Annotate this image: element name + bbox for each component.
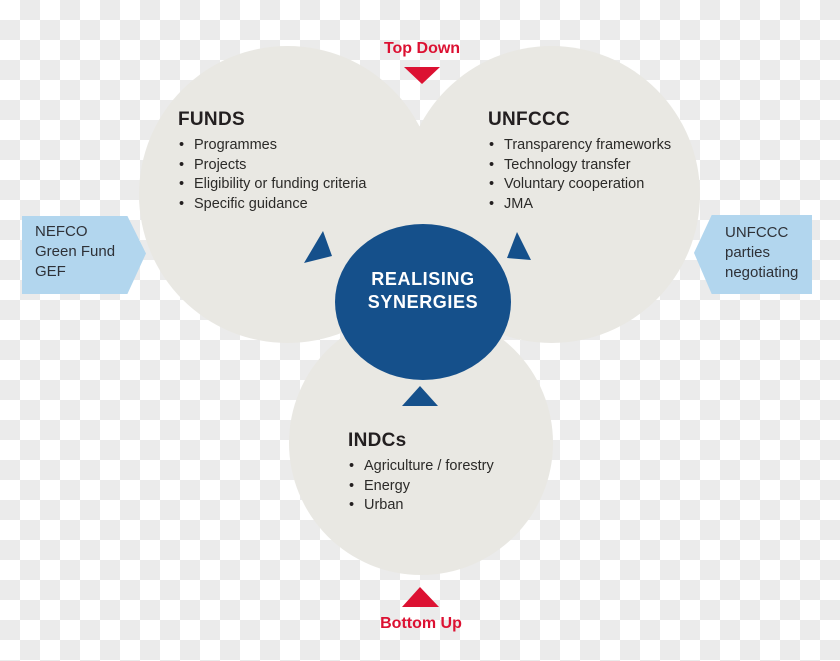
right-callout-text: UNFCCC parties negotiating <box>694 215 812 283</box>
right-callout-line: parties <box>725 244 771 261</box>
left-callout-line: Green Fund <box>35 243 116 260</box>
bottom-up-label: Bottom Up <box>380 615 462 632</box>
list-item: Urban <box>348 496 568 516</box>
list-item: Eligibility or funding criteria <box>178 175 428 195</box>
indcs-list: Agriculture / forestry Energy Urban <box>348 457 568 516</box>
top-down-label: Top Down <box>383 40 461 57</box>
funds-title: FUNDS <box>178 109 245 130</box>
right-callout-line: UNFCCC <box>725 224 789 241</box>
realising-synergies-circle: REALISING SYNERGIES <box>335 224 511 380</box>
center-label-line2: SYNERGIES <box>367 292 479 312</box>
unfccc-list: Transparency frameworks Technology trans… <box>488 136 718 215</box>
right-callout-line: negotiating <box>725 264 799 281</box>
funds-section: FUNDS Programmes Projects Eligibility or… <box>178 109 428 215</box>
indcs-section: INDCs Agriculture / forestry Energy Urba… <box>348 430 568 516</box>
left-callout-line: GEF <box>35 263 66 280</box>
left-callout-text: NEFCO Green Fund GEF <box>22 216 146 282</box>
top-down-triangle-icon <box>404 67 440 84</box>
list-item: Programmes <box>178 136 428 156</box>
list-item: JMA <box>488 195 718 215</box>
right-callout: UNFCCC parties negotiating <box>694 215 812 294</box>
center-label: REALISING SYNERGIES <box>368 268 478 314</box>
indcs-title: INDCs <box>348 430 407 451</box>
center-label-line1: REALISING <box>371 269 475 289</box>
unfccc-section: UNFCCC Transparency frameworks Technolog… <box>488 109 718 215</box>
left-callout: NEFCO Green Fund GEF <box>22 216 146 294</box>
list-item: Technology transfer <box>488 156 718 176</box>
list-item: Transparency frameworks <box>488 136 718 156</box>
list-item: Energy <box>348 477 568 497</box>
list-item: Projects <box>178 156 428 176</box>
unfccc-title: UNFCCC <box>488 109 571 130</box>
list-item: Voluntary cooperation <box>488 175 718 195</box>
funds-list: Programmes Projects Eligibility or fundi… <box>178 136 428 215</box>
left-callout-line: NEFCO <box>35 223 88 240</box>
list-item: Agriculture / forestry <box>348 457 568 477</box>
bottom-up-triangle-icon <box>402 587 439 607</box>
list-item: Specific guidance <box>178 195 428 215</box>
